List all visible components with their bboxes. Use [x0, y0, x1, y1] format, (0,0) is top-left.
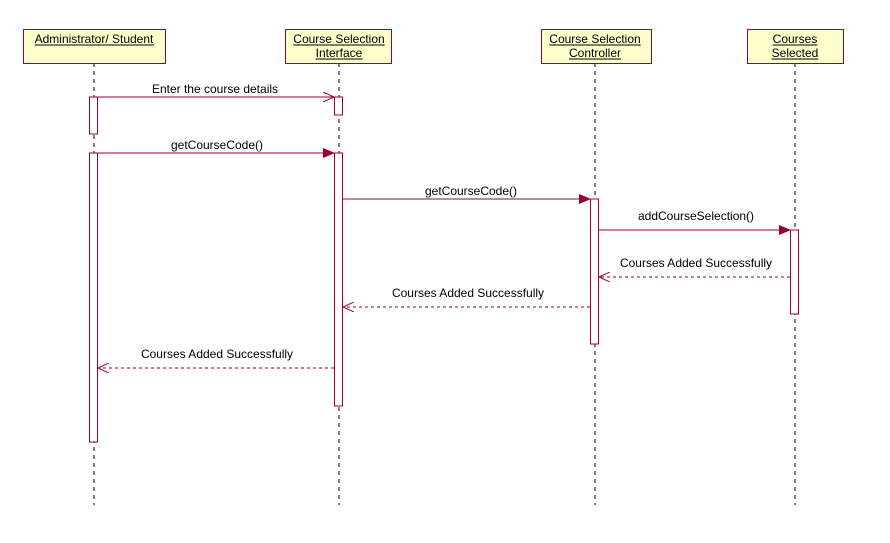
message-label-m4: addCourseSelection() — [638, 209, 754, 223]
participant-box-ui — [285, 29, 392, 64]
participant-label-admin: Administrator/ Student — [35, 32, 154, 46]
activation-bar-admin — [89, 152, 98, 443]
activation-bar-ctrl — [590, 198, 599, 345]
activation-bar-admin — [89, 96, 98, 135]
activation-bar-sel — [790, 229, 799, 315]
participant-label-sel: Courses — [773, 32, 818, 46]
participant-label-ui: Interface — [316, 46, 363, 60]
participant-label-ui: Course Selection — [293, 32, 384, 46]
participant-label-ctrl: Controller — [569, 46, 621, 60]
participant-box-ctrl — [541, 29, 652, 64]
participant-label-ctrl: Course Selection — [549, 32, 640, 46]
message-label-m2: getCourseCode() — [171, 138, 263, 152]
message-label-m3: getCourseCode() — [425, 184, 517, 198]
participant-label-sel: Selected — [772, 46, 819, 60]
participant-box-admin — [23, 29, 166, 64]
message-label-m7: Courses Added Successfully — [141, 347, 293, 361]
participant-box-sel — [747, 29, 844, 64]
activation-bar-ui — [334, 152, 343, 407]
message-label-m5: Courses Added Successfully — [620, 256, 772, 270]
message-label-m6: Courses Added Successfully — [392, 286, 544, 300]
message-label-m1: Enter the course details — [152, 82, 278, 96]
activation-bar-ui — [334, 96, 343, 116]
